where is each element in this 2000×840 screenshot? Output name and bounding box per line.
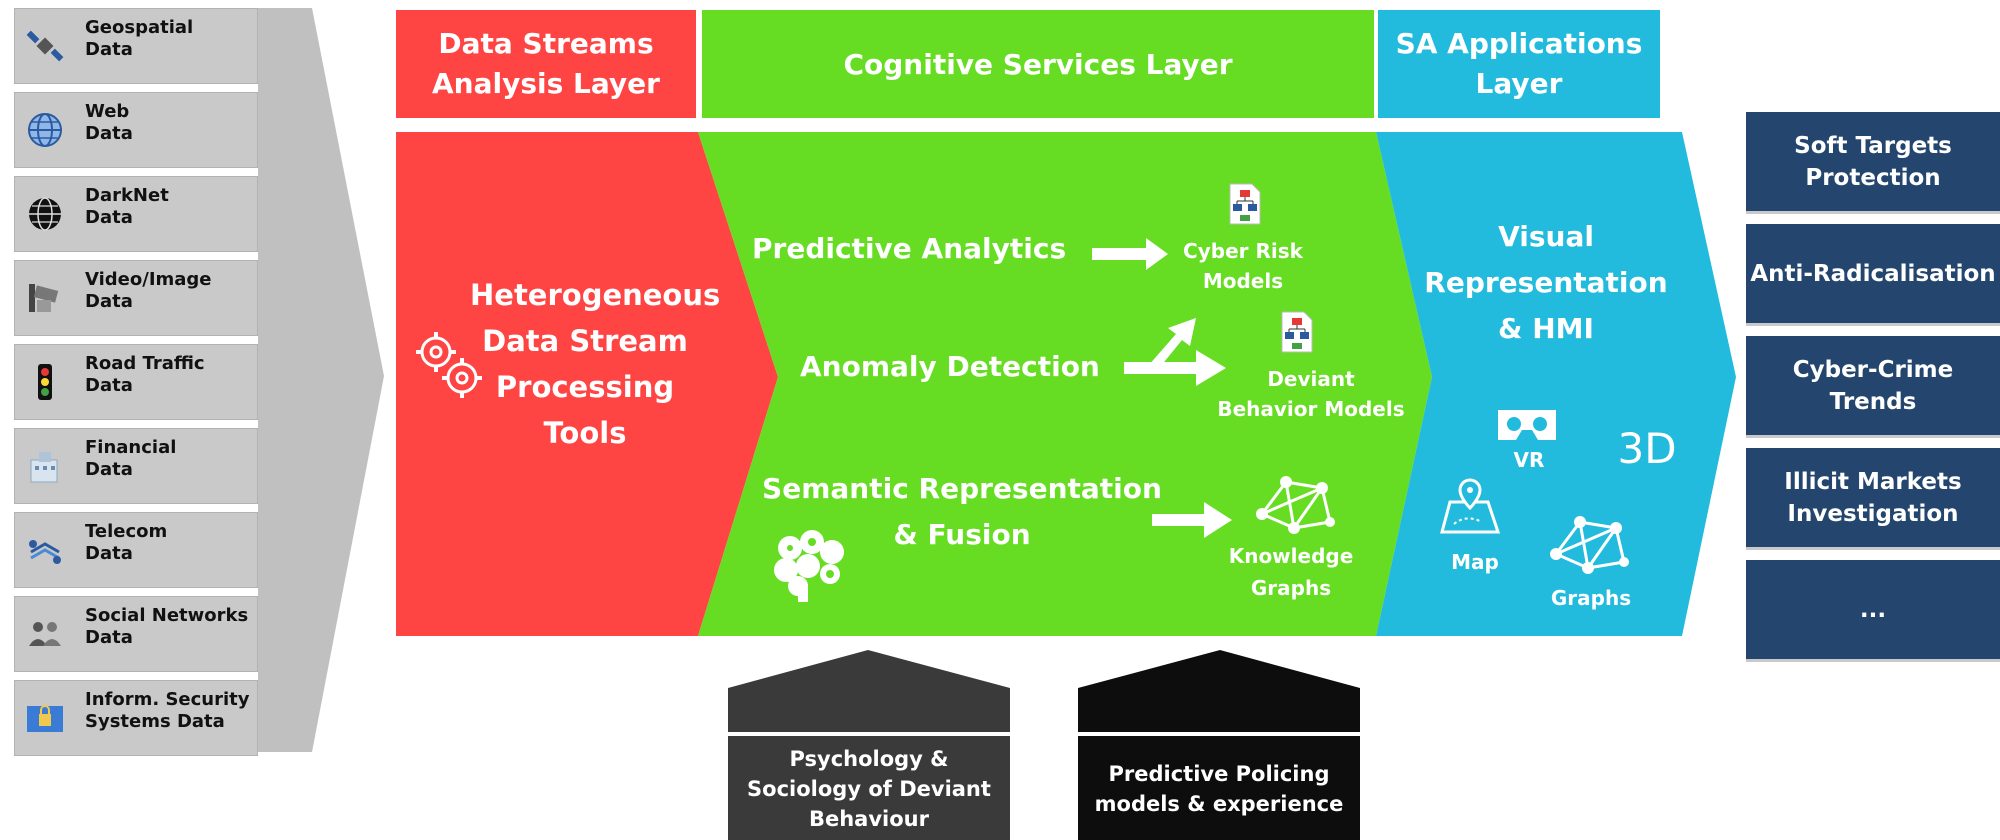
output-illicit-markets: Illicit Markets Investigation (1746, 448, 2000, 550)
psychology-input-roof (728, 650, 1010, 732)
map-label: Map (1451, 550, 1499, 574)
output-cyber-crime: Cyber-Crime Trends (1746, 336, 2000, 438)
gears-icon (416, 332, 482, 398)
visual-representation-label: Visual Representation & HMI (1424, 220, 1668, 345)
source-darknet: DarkNet Data (14, 176, 258, 252)
deviant-behavior-models-label: Deviant Behavior Models (1217, 367, 1405, 421)
source-social-networks: Social Networks Data (14, 596, 258, 672)
source-info-security: Inform. Security Systems Data (14, 680, 258, 756)
graphs-label: Graphs (1550, 586, 1632, 610)
source-video-image: Video/Image Data (14, 260, 258, 336)
three-d-icon: 3D (1617, 424, 1677, 473)
source-label: Financial Data (85, 437, 177, 480)
semantic-arrow (1152, 502, 1232, 538)
output-more: ... (1746, 560, 2000, 662)
data-streams-header: Data Streams Analysis Layer (396, 10, 696, 118)
telecom-icon (29, 540, 61, 564)
traffic-light-icon (38, 364, 52, 400)
vr-label: VR (1513, 448, 1545, 472)
psychology-input-body (728, 736, 1010, 840)
deviant-model-icon (1281, 311, 1313, 353)
source-label: Geospatial Data (85, 17, 194, 60)
predictive-analytics-label: Predictive Analytics (752, 232, 1067, 265)
source-telecom: Telecom Data (14, 512, 258, 588)
semantic-representation-label: Semantic Representation & Fusion (762, 472, 1162, 551)
vr-headset-icon (1498, 410, 1556, 440)
darknet-globe-icon (29, 197, 61, 231)
psychology-input-label: Psychology & Sociology of Deviant Behavi… (747, 747, 991, 831)
sa-apps-band (1376, 132, 1736, 636)
knowledge-graphs-label: Knowledge Graphs (1228, 544, 1354, 600)
cyber-risk-models-label: Cyber Risk Models (1183, 239, 1303, 293)
source-label: Road Traffic Data (85, 353, 205, 396)
policing-input-body (1078, 736, 1360, 840)
output-anti-radicalisation: Anti-Radicalisation (1746, 224, 2000, 326)
sources-arrow (258, 8, 384, 752)
globe-icon (28, 113, 62, 147)
lock-icon (27, 705, 63, 732)
brain-icon (774, 530, 844, 602)
source-label: Inform. Security Systems Data (85, 689, 250, 732)
anomaly-detection-label: Anomaly Detection (800, 350, 1100, 383)
predictive-arrow (1092, 238, 1168, 270)
source-label: Web Data (85, 101, 133, 144)
source-label: DarkNet Data (85, 185, 169, 228)
anomaly-arrow (1124, 350, 1226, 386)
cognitive-band (698, 132, 1432, 636)
source-geospatial: Geospatial Data (14, 8, 258, 84)
data-stream-tools-label: Heterogeneous Data Stream Processing Too… (470, 278, 721, 450)
source-web: Web Data (14, 92, 258, 168)
cyber-risk-model-icon (1229, 183, 1261, 225)
source-label: Video/Image Data (85, 269, 212, 312)
output-soft-targets: Soft Targets Protection (1746, 112, 2000, 214)
sa-apps-header: SA Applications Layer (1378, 10, 1660, 118)
satellite-icon (26, 30, 64, 62)
source-label: Telecom Data (85, 521, 168, 564)
source-financial: Financial Data (14, 428, 258, 504)
source-label: Social Networks Data (85, 605, 249, 648)
map-pin-icon (1440, 478, 1501, 534)
policing-input-roof (1078, 650, 1360, 732)
people-icon (29, 622, 61, 646)
policing-input-label: Predictive Policing models & experience (1094, 762, 1344, 816)
source-road-traffic: Road Traffic Data (14, 344, 258, 420)
data-streams-band (396, 132, 778, 636)
finance-icon (30, 452, 58, 483)
knowledge-graph-icon (1256, 476, 1335, 534)
cognitive-header: Cognitive Services Layer (702, 10, 1374, 118)
graphs-icon (1550, 516, 1629, 574)
anomaly-branch-arrow (1148, 318, 1196, 372)
cctv-camera-icon (29, 284, 59, 312)
